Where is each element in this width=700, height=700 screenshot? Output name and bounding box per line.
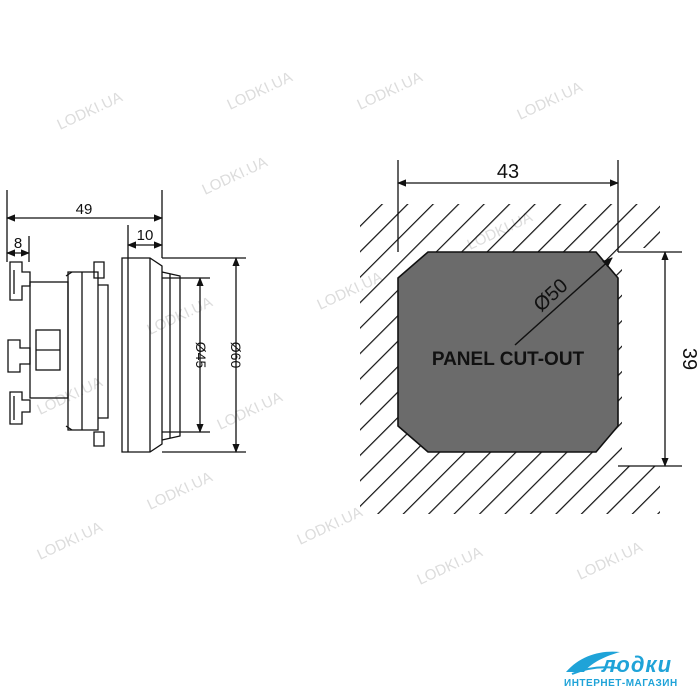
boat-icon	[566, 651, 620, 675]
dim-outer-diameter: Ø60	[228, 342, 244, 369]
dim-overall-length: 49	[76, 201, 93, 218]
dim-terminal-length: 8	[14, 235, 22, 252]
dim-bezel-depth: 10	[137, 227, 154, 244]
watermark: LODKI.UA	[35, 374, 106, 419]
cutout-label: PANEL CUT-OUT	[432, 349, 585, 370]
watermark: LODKI.UA	[215, 389, 286, 434]
store-logo[interactable]: лодки ИНТЕРНЕТ-МАГАЗИН	[562, 642, 692, 696]
watermark: LODKI.UA	[225, 69, 296, 114]
cutout-view	[360, 160, 692, 514]
cutout-dimensions	[397, 160, 682, 467]
logo-name: лодки	[602, 652, 673, 677]
dim-cutout-height: 39	[678, 348, 700, 370]
watermark: LODKI.UA	[355, 69, 426, 114]
watermark: LODKI.UA	[145, 469, 216, 514]
dim-cutout-width: 43	[497, 161, 519, 183]
watermark: LODKI.UA	[35, 519, 106, 564]
dim-inner-diameter: Ø45	[193, 342, 209, 369]
watermark: LODKI.UA	[515, 79, 586, 124]
watermark: LODKI.UA	[415, 544, 486, 589]
side-view	[6, 190, 246, 453]
watermark: LODKI.UA	[200, 154, 271, 199]
watermark: LODKI.UA	[575, 539, 646, 584]
watermark: LODKI.UA	[55, 89, 126, 134]
logo-tagline: ИНТЕРНЕТ-МАГАЗИН	[564, 678, 678, 689]
watermark: LODKI.UA	[295, 504, 366, 549]
